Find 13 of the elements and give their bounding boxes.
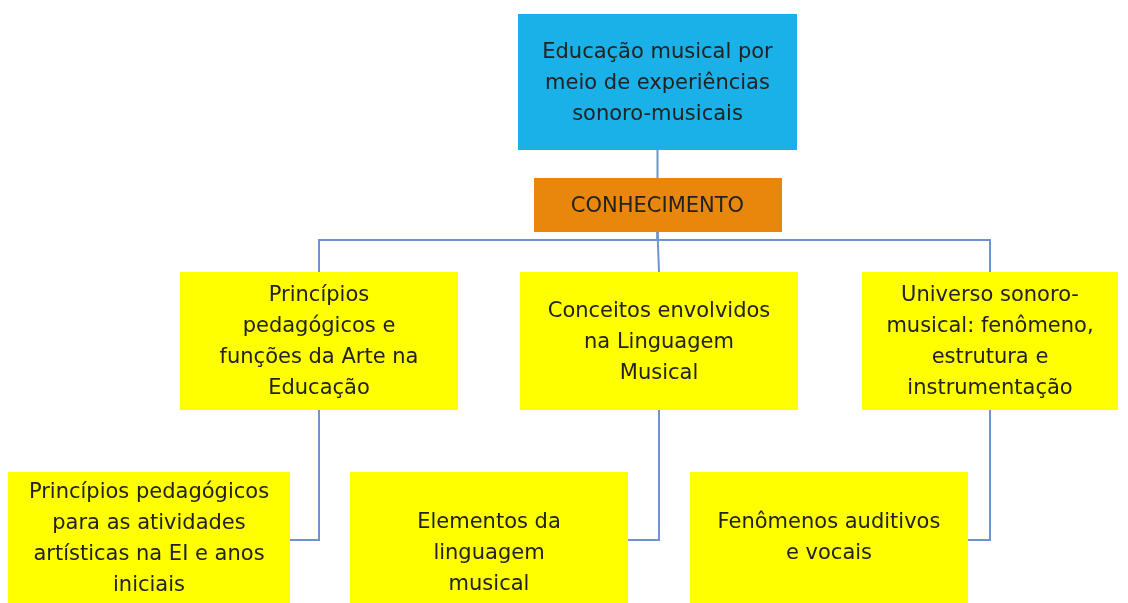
connector-line: [656, 149, 659, 179]
subtopic-box: Princípios pedagógicos para as atividades artísticas na EI e anos iniciais: [8, 472, 290, 603]
category-box: CONHECIMENTO: [533, 178, 782, 232]
topic-box: Universo sonoro-musical: fenômeno, estrutura e instrumentação: [862, 272, 1118, 410]
connector-line: [656, 231, 991, 273]
topic-box: Conceitos envolvidos na Linguagem Musical: [520, 272, 798, 410]
connector-line: [289, 409, 320, 541]
connector-line: [967, 409, 991, 541]
connector-line: [627, 409, 660, 541]
subtopic-box: Elementos da linguagem musical: [350, 472, 628, 603]
title-box: Educação musical por meio de experiências sonoro-musicais: [518, 14, 797, 150]
topic-box: Princípios pedagógicos e funções da Arte na Educação: [180, 272, 458, 410]
subtopic-box: Fenômenos auditivos e vocais: [690, 472, 968, 603]
